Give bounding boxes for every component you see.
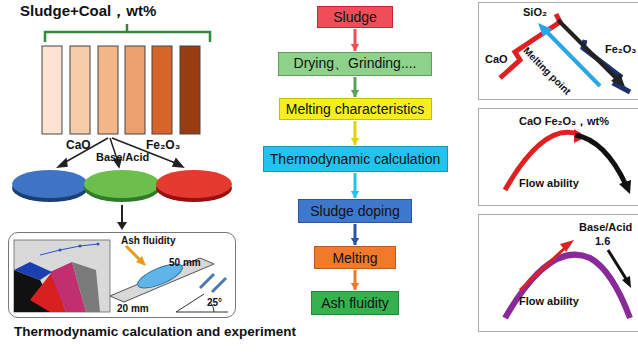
node-text: Melting	[332, 250, 377, 266]
component-label: Base/Acid	[96, 151, 149, 163]
node-text: Thermodynamic calculation	[270, 151, 440, 167]
node-text: Flow ability	[519, 177, 579, 189]
node-text: 25°	[207, 297, 222, 308]
node-text: SiO₂	[523, 6, 547, 18]
figure-panel: SiO₂ CaO Melting point Fe₂O₃	[478, 2, 638, 100]
node-text: CaO Fe₂O₃，wt%	[519, 114, 609, 129]
process-box: Thermodynamic calculation	[263, 146, 448, 172]
component-label: Fe₂O₃	[146, 138, 180, 152]
flow-arrow	[351, 270, 359, 290]
node-text: 50 mm	[169, 257, 201, 268]
node-text: Melting point	[521, 45, 573, 97]
figure-panel: Ash fluidity 50 mm 20 mm 25°	[8, 232, 236, 318]
flow-arrow	[351, 29, 359, 51]
node-text: Sludge	[333, 9, 377, 25]
node-text: Flow ability	[519, 295, 579, 307]
figure-panel: CaO Fe₂O₃，wt% Flow ability	[478, 108, 638, 206]
node-text: 1.6	[595, 235, 610, 247]
flow-arrow	[351, 173, 359, 198]
node-text: Sludge doping	[310, 203, 400, 219]
node-text: Fe₂O₃	[605, 43, 636, 55]
node-text: Ash fluidity	[121, 235, 175, 246]
flow-arrow	[351, 224, 359, 245]
diagram-caption: Thermodynamic calculation and experiment	[14, 324, 296, 339]
process-box: Drying、Grinding....	[278, 52, 432, 76]
node-text: CaO	[485, 53, 508, 65]
node-text: Drying、Grinding....	[294, 55, 417, 73]
process-box: Ash fluidity	[311, 291, 399, 315]
node-text: Melting characteristics	[286, 101, 425, 117]
figure-panel: Base/Acid 1.6Flow ability	[478, 214, 638, 332]
process-box: Melting characteristics	[279, 98, 432, 120]
process-box: Melting	[314, 246, 396, 269]
flow-arrow	[351, 77, 359, 97]
node-text: Base/Acid	[579, 221, 632, 233]
diagram-title: Sludge+Coal，wt%	[20, 2, 156, 21]
node-text: 20 mm	[117, 303, 149, 314]
component-label: CaO	[66, 138, 91, 152]
process-box: Sludge doping	[298, 199, 412, 223]
process-box: Sludge	[317, 6, 393, 28]
node-text: Ash fluidity	[321, 295, 389, 311]
flow-arrow	[351, 121, 359, 145]
